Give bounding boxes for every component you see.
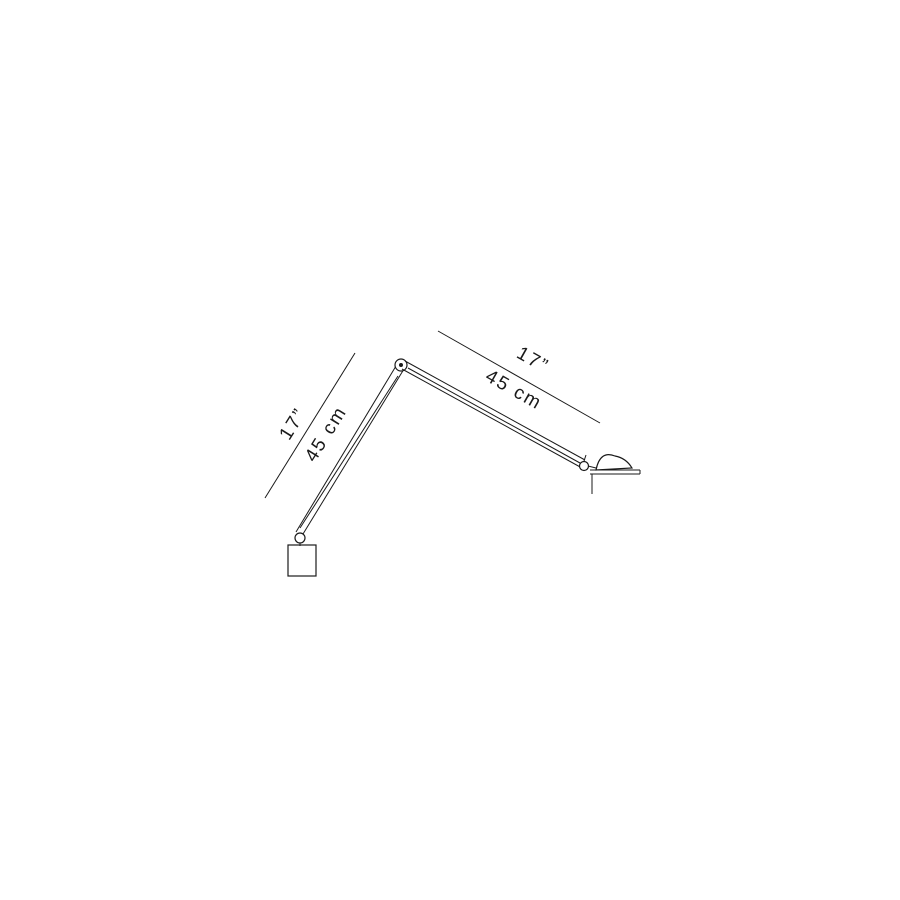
upper-arm-length-inches: 17” xyxy=(513,343,552,378)
lower-arm-dimension-line xyxy=(264,352,356,499)
head-knob xyxy=(583,454,587,462)
upper-arm xyxy=(401,360,586,469)
lower-arm-length-inches: 17” xyxy=(276,404,312,444)
lamp-head-neck xyxy=(587,465,597,469)
lamp-base xyxy=(287,544,317,577)
lamp-head-shade xyxy=(595,454,634,471)
lower-arm-length-cm: 45 cm xyxy=(301,402,352,465)
elbow-pivot xyxy=(399,363,403,367)
base-joint xyxy=(294,532,306,544)
lower-arm xyxy=(295,365,405,535)
upper-arm-dimension-line xyxy=(437,330,601,424)
head-joint xyxy=(578,460,590,472)
